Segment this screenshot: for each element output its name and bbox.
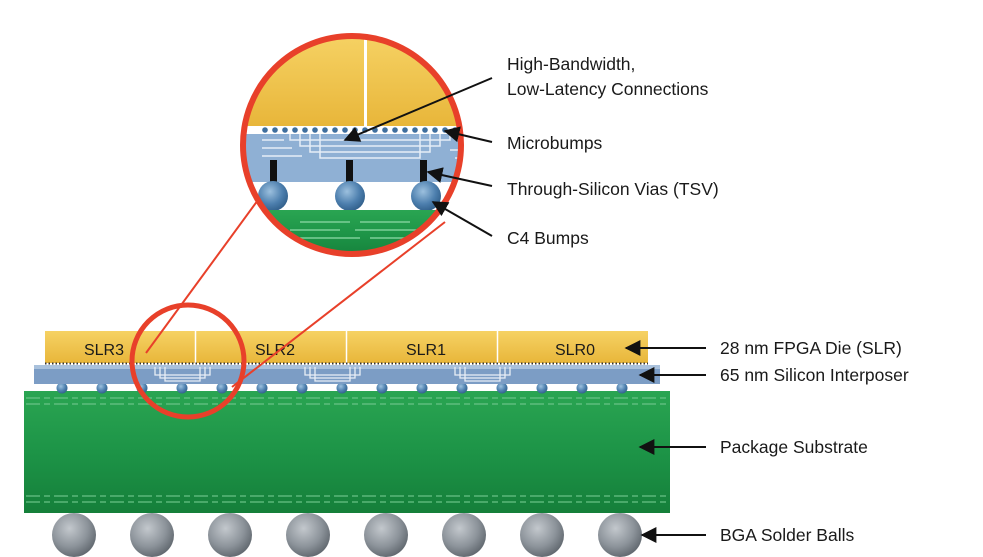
die-label-slr0: SLR0 <box>555 342 595 359</box>
fpga-die <box>498 331 648 363</box>
bga-label: BGA Solder Balls <box>720 525 854 545</box>
fpga-die <box>45 331 195 363</box>
package-substrate <box>24 391 670 513</box>
fpga-die-row: SLR3 SLR2 SLR1 SLR0 <box>45 331 648 365</box>
interposer-label: 65 nm Silicon Interposer <box>720 365 909 385</box>
bga-ball <box>286 513 330 557</box>
connections-label-line1: High-Bandwidth, <box>507 54 635 74</box>
zoom-source-ring <box>129 302 247 420</box>
silicon-interposer <box>34 365 660 384</box>
bga-ball <box>520 513 564 557</box>
bga-ball <box>208 513 252 557</box>
connections-label-line2: Low-Latency Connections <box>507 79 709 99</box>
substrate-label: Package Substrate <box>720 437 868 457</box>
fpga-die-label: 28 nm FPGA Die (SLR) <box>720 338 902 358</box>
c4-bumps-label: C4 Bumps <box>507 228 589 248</box>
die-label-slr1: SLR1 <box>406 342 446 359</box>
zoom-ring <box>240 33 464 257</box>
bga-ball <box>364 513 408 557</box>
bga-ball <box>52 513 96 557</box>
die-label-slr2: SLR2 <box>255 342 295 359</box>
bga-ball <box>598 513 642 557</box>
bga-ball <box>130 513 174 557</box>
stack-callouts: 28 nm FPGA Die (SLR) 65 nm Silicon Inter… <box>624 338 909 545</box>
zoom-indicator <box>129 199 446 420</box>
c4-bump-row <box>56 382 628 394</box>
fpga-die <box>347 331 497 363</box>
tsv-label: Through-Silicon Vias (TSV) <box>507 179 719 199</box>
bga-ball <box>442 513 486 557</box>
microbumps-label: Microbumps <box>507 133 603 153</box>
bga-solder-balls <box>52 513 642 557</box>
die-label-slr3: SLR3 <box>84 342 124 359</box>
zoom-callouts: High-Bandwidth, Low-Latency Connections … <box>343 54 719 248</box>
magnified-view <box>240 33 464 257</box>
